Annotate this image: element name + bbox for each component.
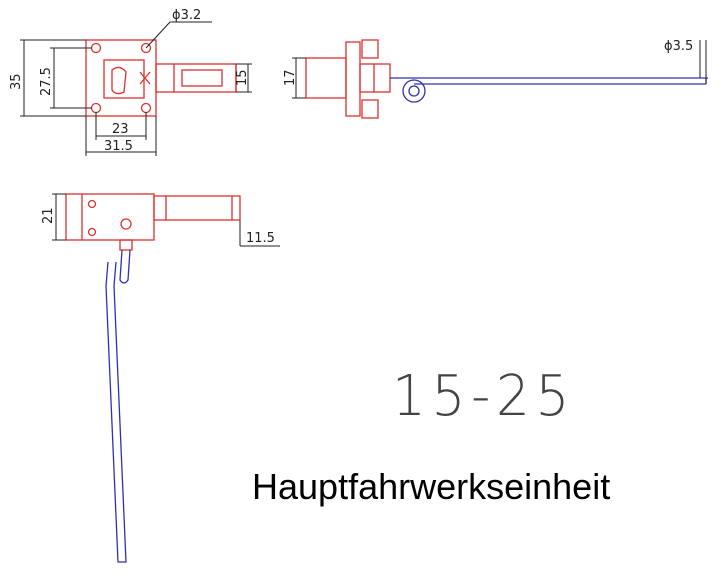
dim-wire-diameter: ϕ3.5 [664,39,693,54]
side-screw-3 [120,218,132,230]
side-pivot [119,239,133,251]
dim-outer-width: 31.5 [104,139,133,154]
side-screw-2 [87,227,97,237]
front-hub [359,63,391,93]
plan-slide-tube [155,63,237,93]
front-flange [345,41,361,117]
plan-mechanism-cam [111,66,127,95]
dim-inner-width: 23 [112,122,129,137]
plan-slide-inner [181,69,223,87]
side-leg-wire [105,261,127,563]
side-slide-tube [153,195,241,221]
model-number: 15-25 [392,364,576,429]
dim-hole-leader [145,21,171,49]
dim-outer-height: 35 [9,73,24,90]
side-coil [119,249,131,284]
mount-hole-br [140,102,152,114]
dim-front-height: 17 [283,69,298,86]
dim-slide-height: 15 [235,69,250,86]
front-view: 17 ϕ3.5 [283,39,708,119]
front-flange-tab-bottom [361,99,379,119]
mount-hole-bl [90,102,102,114]
plan-cross-2 [139,71,151,85]
mount-hole-tr [140,42,152,54]
front-coil-inner [408,85,420,97]
page-title: Hauptfahrwerkseinheit [252,466,611,507]
side-screw-1 [87,199,97,209]
front-flange-tab-top [361,39,379,59]
side-body [65,193,155,241]
plan-view: ϕ3.2 35 27.5 23 31.5 15 [9,8,252,156]
side-view: 21 11.5 [41,193,280,563]
front-coil-outer [402,79,426,103]
dim-side-height: 21 [41,207,56,224]
dim-hole-diameter: ϕ3.2 [172,8,201,23]
front-body [305,57,347,99]
dim-inner-height: 27.5 [39,67,54,96]
dim-side-slide: 11.5 [246,231,275,246]
mount-hole-tl [90,42,102,54]
